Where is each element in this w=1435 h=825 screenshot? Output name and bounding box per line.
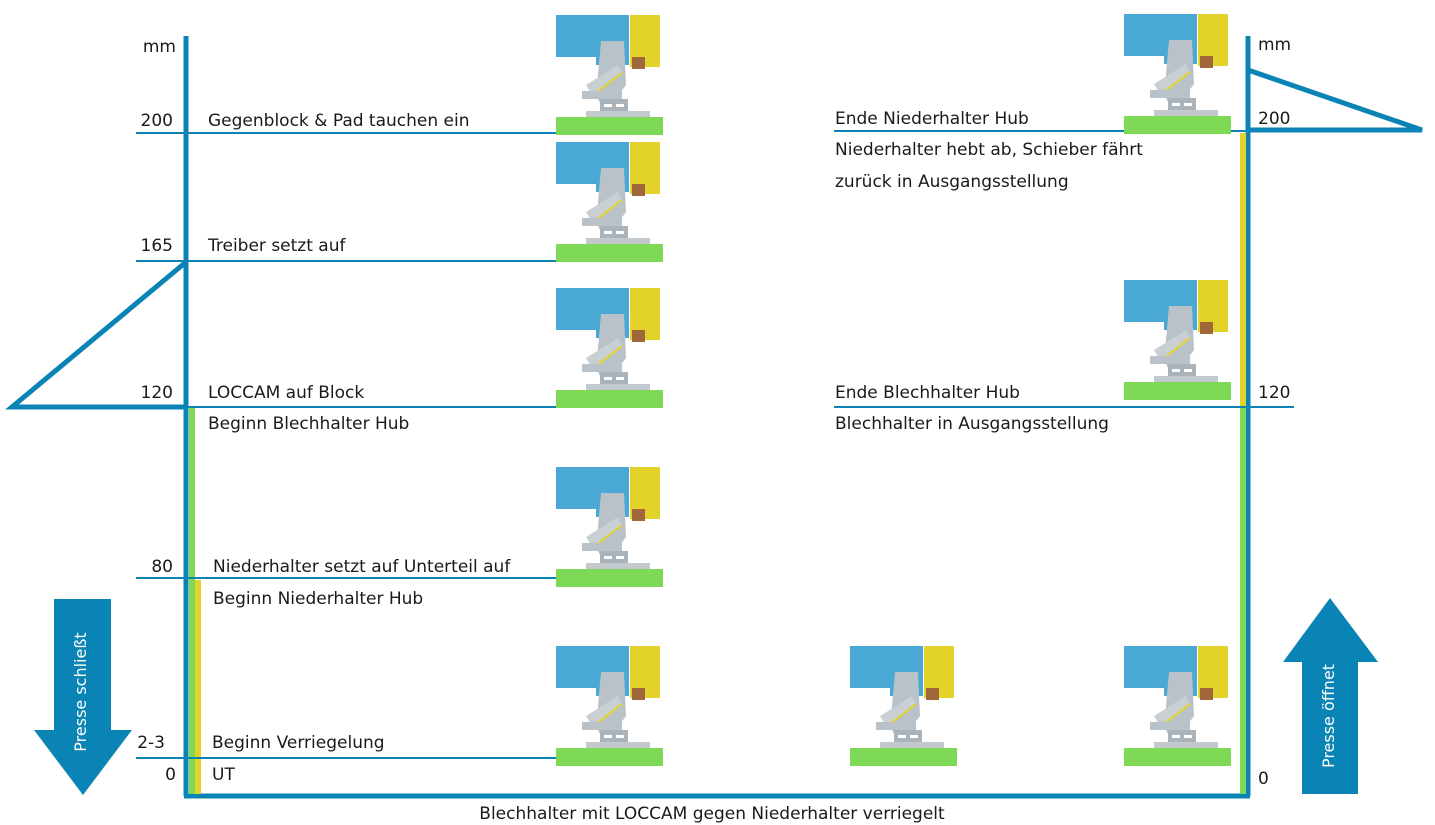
niederhalter-stroke-bar-left (195, 580, 201, 794)
niederhalter-stroke-bar-right (1240, 133, 1246, 408)
unit-label-left: mm (143, 37, 176, 57)
right-ramp-triangle (1247, 67, 1423, 133)
mechanism-ut-middle (849, 645, 958, 767)
mechanism-ut-right (1123, 645, 1232, 767)
tick-label-120-left: 120 (141, 383, 173, 403)
step-label-treiber: Treiber setzt auf (207, 236, 346, 256)
step-label-beginn-verriegelung: Beginn Verriegelung (212, 733, 385, 753)
tick-label-120-right: 120 (1258, 383, 1290, 403)
bottom-caption: Blechhalter mit LOCCAM gegen Niederhalte… (479, 804, 945, 824)
arrow-down-shape (34, 599, 132, 795)
press-closes-arrow: Presse schließt (34, 599, 132, 795)
mechanism-120-left (555, 287, 664, 409)
tick-label-165-left: 165 (141, 236, 173, 256)
left-tick-labels: mm 200 165 120 80 2-3 0 (137, 37, 176, 785)
right-step-labels: Ende Niederhalter Hub Niederhalter hebt … (835, 109, 1143, 434)
arrow-up-shape (1283, 598, 1378, 794)
step-label-blechhalter-ausgang: Blechhalter in Ausgangsstellung (835, 414, 1109, 434)
mechanism-200-right (1123, 13, 1232, 135)
blechhalter-stroke-bar-right (1240, 408, 1246, 794)
step-label-gegenblock: Gegenblock & Pad tauchen ein (208, 111, 470, 131)
step-label-ende-blechhalter: Ende Blechhalter Hub (835, 383, 1020, 403)
tick-label-200-right: 200 (1258, 109, 1290, 129)
step-label-niederhalter-hebt-ab: Niederhalter hebt ab, Schieber fährt (835, 140, 1143, 160)
arrow-up-label: Presse öffnet (1319, 664, 1338, 768)
tick-label-0-left: 0 (165, 765, 176, 785)
step-label-loccam: LOCCAM auf Block (208, 383, 364, 403)
mechanism-80-left (555, 466, 664, 588)
blechhalter-stroke-bar-left (189, 408, 195, 794)
unit-label-right: mm (1258, 35, 1291, 55)
press-opens-arrow: Presse öffnet (1283, 598, 1378, 794)
arrow-down-label: Presse schließt (71, 632, 90, 751)
axis-frame (5, 36, 1423, 799)
left-ramp-triangle (5, 260, 188, 410)
step-label-niederhalter-setzt: Niederhalter setzt auf Unterteil auf (213, 557, 511, 577)
tick-label-0-right: 0 (1258, 769, 1269, 789)
tick-label-200-left: 200 (141, 111, 173, 131)
tick-label-80-left: 80 (151, 557, 173, 577)
step-label-zurueck: zurück in Ausgangsstellung (835, 172, 1069, 192)
tick-label-2-3-left: 2-3 (137, 733, 165, 753)
right-tick-labels: mm 200 120 0 (1258, 35, 1291, 789)
left-step-labels: Gegenblock & Pad tauchen ein Treiber set… (207, 111, 511, 785)
mechanism-ut-left (555, 645, 664, 767)
step-label-beginn-blechhalter: Beginn Blechhalter Hub (208, 414, 409, 434)
step-label-ut: UT (212, 765, 235, 785)
step-label-ende-niederhalter: Ende Niederhalter Hub (835, 109, 1029, 129)
level-lines (136, 130, 1294, 759)
mechanism-200-left (555, 14, 664, 136)
mechanism-120-right (1123, 279, 1232, 401)
mechanism-165-left (555, 141, 664, 263)
step-label-beginn-niederhalter: Beginn Niederhalter Hub (213, 589, 423, 609)
